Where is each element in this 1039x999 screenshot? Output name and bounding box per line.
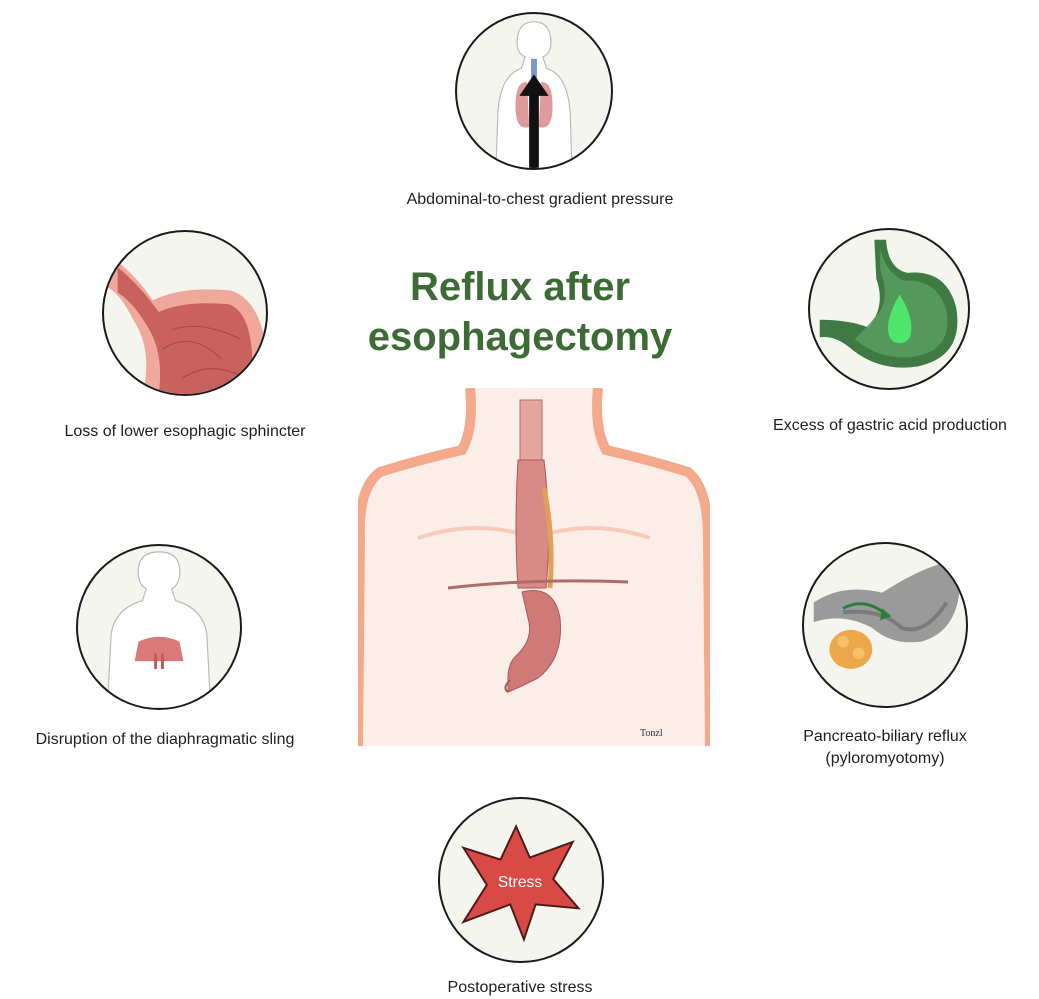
thorax-pressure-icon bbox=[455, 12, 613, 170]
factor-label-bottom: Postoperative stress bbox=[370, 977, 670, 999]
torso-esophagectomy-illustration: Tonzl bbox=[358, 388, 710, 746]
illustrator-signature: Tonzl bbox=[640, 728, 663, 739]
diagram-title: Reflux after esophagectomy bbox=[330, 262, 710, 362]
factor-label-lower-right: Pancreato-biliary reflux (pyloromyotomy) bbox=[760, 726, 1010, 770]
title-line-1: Reflux after bbox=[330, 262, 710, 312]
factor-label-top: Abdominal-to-chest gradient pressure bbox=[340, 189, 740, 211]
esophageal-sphincter-icon bbox=[102, 230, 268, 396]
stress-burst-icon: Stress bbox=[438, 797, 604, 963]
title-line-2: esophagectomy bbox=[330, 312, 710, 362]
factor-label-lower-right-line2: (pyloromyotomy) bbox=[760, 748, 1010, 770]
pancreas-duodenum-icon bbox=[802, 542, 968, 708]
diaphragm-icon bbox=[76, 544, 242, 710]
stomach-acid-icon bbox=[808, 228, 970, 390]
factor-label-upper-right: Excess of gastric acid production bbox=[740, 415, 1039, 437]
stress-badge: Stress bbox=[498, 874, 542, 891]
factor-label-upper-left: Loss of lower esophagic sphincter bbox=[20, 421, 350, 443]
factor-label-lower-left: Disruption of the diaphragmatic sling bbox=[0, 729, 330, 751]
factor-label-lower-right-line1: Pancreato-biliary reflux bbox=[760, 726, 1010, 748]
